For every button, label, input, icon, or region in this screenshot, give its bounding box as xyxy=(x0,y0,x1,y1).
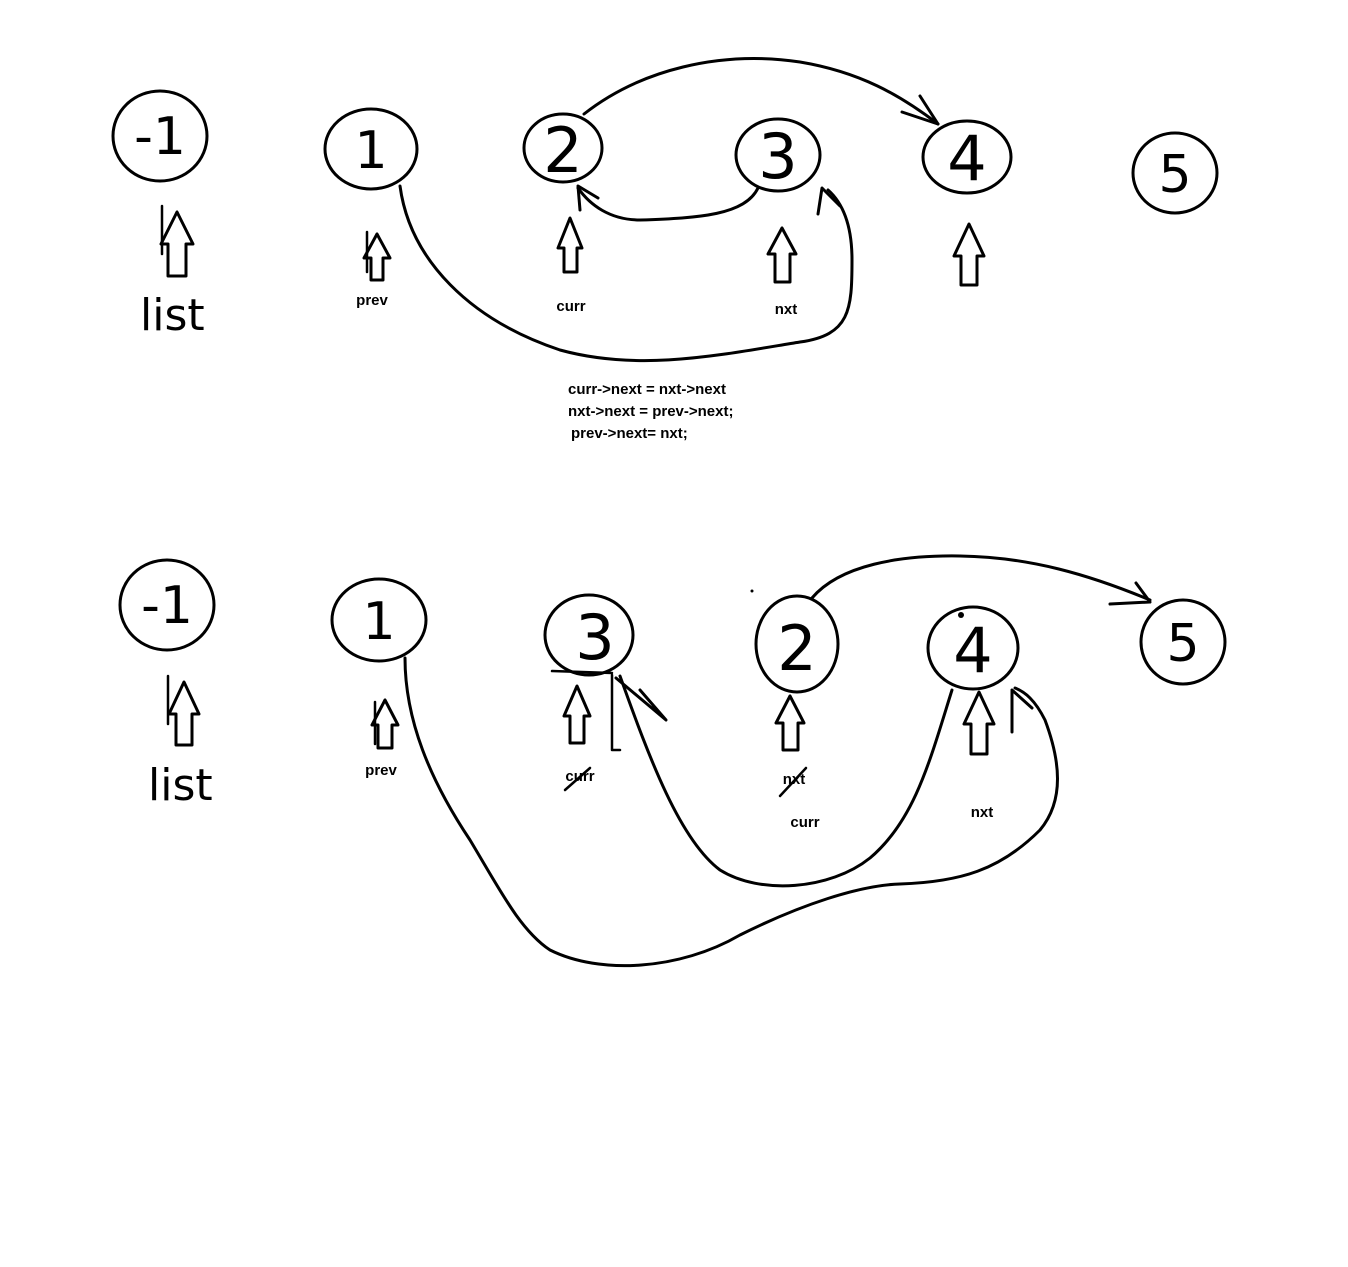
bottom-node-5: 5 xyxy=(1139,598,1227,686)
top-node-5-value: 5 xyxy=(1158,145,1191,205)
bottom-node-4: 4 xyxy=(926,605,1020,691)
code-line-2: nxt->next = prev->next; xyxy=(568,403,733,420)
bottom-pointer-list: list xyxy=(148,674,213,811)
top-pointer-node4 xyxy=(952,222,986,287)
bottom-node-4-value: 4 xyxy=(953,614,992,687)
top-pointer-nxt: nxt xyxy=(766,226,798,318)
bottom-node-5-value: 5 xyxy=(1166,614,1199,674)
bottom-node-minus1-value: -1 xyxy=(141,576,193,636)
top-node-minus1: -1 xyxy=(111,89,209,183)
bottom-node-minus1: -1 xyxy=(118,558,216,652)
top-link-3-to-2 xyxy=(576,186,760,222)
bottom-link-4-to-3-tail xyxy=(610,673,622,752)
top-link-3-to-2-arrowhead xyxy=(576,184,600,212)
bottom-link-4-to-3 xyxy=(618,674,954,888)
bottom-pointer-curr-strike xyxy=(563,766,592,792)
top-pointer-list-label: list xyxy=(140,290,205,341)
bottom-pointer-prev-label: prev xyxy=(365,762,397,779)
code-block: curr->next = nxt->next nxt->next = prev-… xyxy=(568,381,733,442)
stray-dot-2 xyxy=(958,612,964,618)
bottom-link-1-to-4-arrowhead xyxy=(1010,688,1034,734)
bottom-pointer-nxt-strike xyxy=(778,766,808,798)
bottom-pointer-curr-label: curr xyxy=(790,814,819,831)
top-node-3-value: 3 xyxy=(758,120,797,193)
top-link-1-to-3 xyxy=(398,184,854,363)
top-node-2: 2 xyxy=(522,112,604,187)
bottom-node-3: 3 xyxy=(543,593,635,677)
bottom-pointer-curr-old: curr xyxy=(550,669,614,792)
top-node-2-value: 2 xyxy=(543,114,582,187)
bottom-node-2: 2 xyxy=(754,594,840,694)
bottom-pointer-nxt-label: nxt xyxy=(971,804,994,821)
top-diagram: -1 1 2 3 4 5 xyxy=(111,57,1219,442)
top-link-2-to-4-arrowhead xyxy=(900,94,940,126)
top-pointer-prev: prev xyxy=(356,230,392,309)
code-line-3: prev->next= nxt; xyxy=(571,425,688,442)
top-node-4-value: 4 xyxy=(947,122,986,195)
bottom-link-2-to-5 xyxy=(810,554,1152,602)
top-node-4: 4 xyxy=(921,119,1013,195)
top-link-1-to-3-arrowhead xyxy=(816,186,842,216)
top-node-minus1-value: -1 xyxy=(134,107,186,167)
bottom-pointer-nxt-new: nxt xyxy=(962,690,996,821)
bottom-link-2-to-5-arrowhead xyxy=(1108,581,1152,606)
bottom-node-1-value: 1 xyxy=(362,592,395,652)
top-node-1: 1 xyxy=(323,107,419,191)
code-line-1: curr->next = nxt->next xyxy=(568,381,726,398)
top-node-5: 5 xyxy=(1131,131,1219,215)
top-pointer-curr-label: curr xyxy=(556,298,585,315)
bottom-link-1-to-4 xyxy=(403,656,1059,968)
bottom-pointer-prev: prev xyxy=(365,698,400,779)
bottom-pointer-list-label: list xyxy=(148,760,213,811)
top-node-1-value: 1 xyxy=(354,121,387,181)
bottom-diagram: -1 1 3 2 4 5 xyxy=(118,554,1227,968)
top-pointer-curr: curr xyxy=(556,216,586,315)
top-node-3: 3 xyxy=(734,117,822,193)
top-link-2-to-4 xyxy=(582,57,940,126)
top-pointer-list: list xyxy=(140,204,205,341)
bottom-link-4-to-3-arrowhead xyxy=(614,676,668,722)
top-pointer-prev-label: prev xyxy=(356,292,388,309)
bottom-node-3-value: 3 xyxy=(575,601,614,674)
bottom-node-2-value: 2 xyxy=(777,612,816,685)
top-pointer-nxt-label: nxt xyxy=(775,301,798,318)
stray-dot xyxy=(750,589,754,593)
bottom-node-1: 1 xyxy=(330,577,428,663)
bottom-pointer-nxt-old: nxt curr xyxy=(774,694,820,831)
